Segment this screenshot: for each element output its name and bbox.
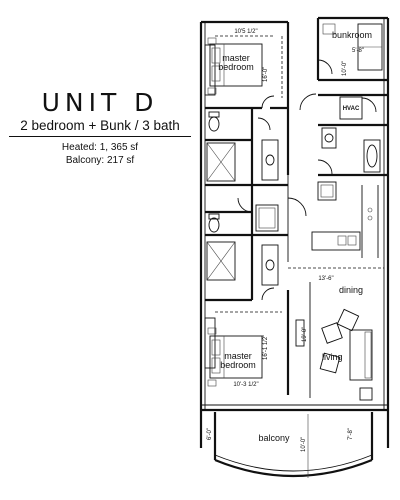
master-bottom-depth-dim: 16'-1 1/2" [263, 335, 269, 360]
bunkroom: bunkroom 5'-8" 10'-0" [317, 23, 388, 82]
bunk-depth-dim: 10'-0" [342, 61, 348, 76]
master-top-depth-dim: 16'-0" [263, 67, 269, 82]
master-bottom-width-dim: 10'-3 1/2" [233, 382, 258, 388]
balcony-right-dim: 7'-8" [348, 428, 354, 440]
balcony-area: Balcony: 217 sf [65, 155, 135, 166]
bunk-width-dim: 5'-8" [352, 48, 364, 54]
master-top-width-dim: 10'5 1/2" [234, 29, 257, 35]
kitchen [287, 175, 379, 262]
living-depth-dim: 19'-0" [302, 327, 308, 342]
master-bedroom-bottom-label-1: master [224, 351, 252, 361]
master-bedroom-top-label-2: bedroom [218, 62, 254, 72]
master-bedroom-top: master bedroom 10'5 1/2" 16'-0" [205, 29, 288, 110]
master-bedroom-bottom: master bedroom 16'-1 1/2" 10'-3 1/2" [207, 290, 290, 395]
unit-subtitle: 2 bedroom + Bunk / 3 bath [20, 118, 180, 133]
bunkroom-label: bunkroom [332, 30, 372, 40]
left-facade-windows [204, 44, 216, 369]
upper-bath [205, 108, 288, 187]
lower-bath [205, 213, 288, 302]
living-label: living [322, 352, 343, 362]
heated-area: Heated: 1, 365 sf [61, 142, 139, 153]
balcony: balcony 6'-0" 10'-0" 7'-8" [199, 410, 390, 478]
hvac-and-hall-bath: HVAC [299, 93, 388, 177]
master-bedroom-bottom-label-2: bedroom [220, 360, 256, 370]
middle-closet [205, 185, 279, 235]
dining-living: 13'-6" dining 19'-0" living [288, 267, 384, 401]
master-bedroom-top-label-1: master [222, 53, 250, 63]
unit-title: UNIT D [41, 88, 159, 117]
exterior-walls [199, 16, 390, 412]
balcony-label: balcony [258, 433, 290, 443]
dining-label: dining [339, 285, 363, 295]
title-divider [9, 136, 191, 137]
dining-width-dim: 13'-6" [318, 276, 333, 282]
unit-title-block: UNIT D 2 bedroom + Bunk / 3 bath Heated:… [0, 88, 200, 167]
hvac-label: HVAC [343, 106, 360, 112]
balcony-center-dim: 10'-0" [301, 437, 307, 452]
balcony-left-dim: 6'-0" [207, 428, 213, 440]
